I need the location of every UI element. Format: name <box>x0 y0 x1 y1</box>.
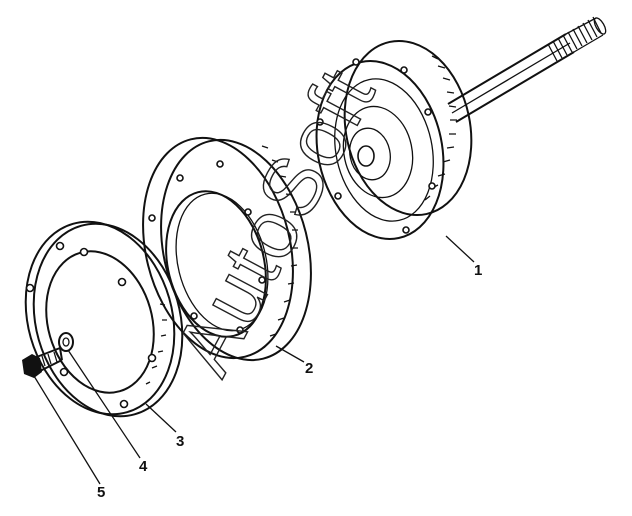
ring-3-bolt-holes <box>25 241 157 409</box>
part-2-thick-ring <box>142 136 312 362</box>
hub-center-bore <box>357 145 375 167</box>
watermark-text: AutoSoft <box>158 54 394 389</box>
part-1-hub-with-shaft <box>315 16 607 240</box>
part-3-thin-ring <box>24 220 184 418</box>
ring-2-rim-knurl <box>259 145 298 351</box>
hub-bolt-holes <box>316 58 436 234</box>
callout-label-3: 3 <box>176 433 184 450</box>
shaft <box>447 33 575 123</box>
shaft-threads <box>547 16 607 62</box>
part-4-washer <box>58 332 74 352</box>
hub-back-flange <box>343 39 473 217</box>
leader-lines <box>33 235 475 485</box>
ring-2-bolt-holes <box>148 160 266 334</box>
hub-front-face <box>315 60 445 240</box>
callout-label-1: 1 <box>474 262 482 279</box>
callout-label-2: 2 <box>305 360 313 377</box>
callout-label-4: 4 <box>139 458 148 475</box>
hub-rim-knurl <box>424 55 457 201</box>
callout-label-5: 5 <box>97 484 105 501</box>
part-5-bolt <box>22 347 63 378</box>
